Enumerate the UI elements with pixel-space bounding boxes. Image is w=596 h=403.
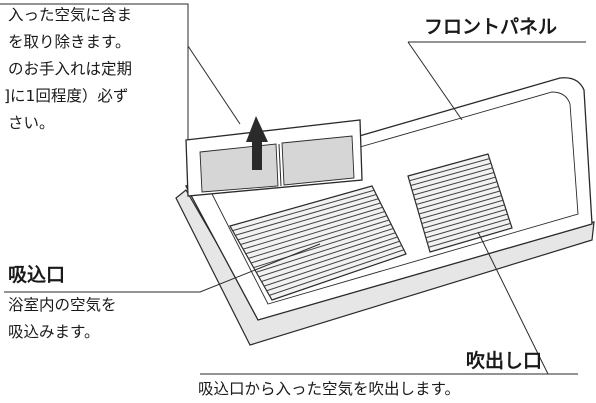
grille-slat <box>424 209 507 234</box>
grille-slat <box>248 215 388 259</box>
intake-grille <box>229 185 407 301</box>
grille-slat <box>258 232 396 278</box>
outlet-slats <box>409 158 511 248</box>
grille-slat <box>428 222 511 248</box>
grille-slat <box>253 223 392 269</box>
grille-slat <box>413 172 495 196</box>
outlet-grille-frame <box>407 153 513 253</box>
intake-title: 吸込口 <box>8 264 66 286</box>
grille-slat <box>256 228 394 273</box>
grille-slat <box>422 204 505 229</box>
grille-slat <box>420 195 502 220</box>
filter-mesh-left <box>199 143 279 193</box>
filter-callout-line-2: を取り除きます。 <box>8 33 131 51</box>
filter-divider <box>278 143 282 187</box>
intake-slats <box>232 189 405 296</box>
filter-callout-line-4: ]に1回程度）必ず <box>4 87 129 105</box>
grille-slat <box>261 236 398 282</box>
grille-slat <box>232 189 375 232</box>
grille-slat <box>410 162 492 186</box>
filter-mesh-right <box>281 135 355 186</box>
outlet-title: 吹出し口 <box>466 350 543 372</box>
grille-slat <box>411 167 493 191</box>
grille-slat <box>425 213 508 239</box>
grille-slat <box>263 240 400 287</box>
filter-callout-line-3: のお手入れは定期 <box>8 60 133 78</box>
filter-callout-line-5: さい。 <box>8 114 55 132</box>
outlet-grille <box>407 153 513 253</box>
grille-slat <box>409 158 490 182</box>
grille-slat <box>237 198 379 241</box>
lift-arrow-icon <box>246 116 268 170</box>
grille-slat <box>235 194 377 236</box>
front-panel-title: フロントパネル <box>424 16 558 38</box>
grille-slat <box>242 206 383 250</box>
grille-slat <box>266 245 402 292</box>
grille-slat <box>269 249 405 296</box>
grille-slat <box>240 202 381 245</box>
grille-slat <box>245 211 385 255</box>
grille-slat <box>418 190 501 215</box>
grille-slat <box>416 181 498 205</box>
filter-callout-line-1: 入った空気に含ま <box>8 6 133 24</box>
grille-slat <box>421 199 504 224</box>
outlet-leader-pointer <box>477 231 549 375</box>
intake-leader <box>4 243 321 293</box>
grille-slat <box>414 176 496 201</box>
filter-callout-box <box>0 3 189 150</box>
filter-leader <box>187 45 241 125</box>
intake-description-line-2: 吸込みます。 <box>8 323 100 341</box>
front-panel-bevel <box>209 91 579 305</box>
intake-description-line-1: 浴室内の空気を <box>8 296 117 314</box>
grille-slat <box>427 218 510 243</box>
grille-slat <box>250 219 390 264</box>
grille-slat <box>417 185 499 210</box>
outlet-description: 吸込口から入った空気を吹出します。 <box>198 380 460 398</box>
front-panel-leader <box>407 41 463 121</box>
